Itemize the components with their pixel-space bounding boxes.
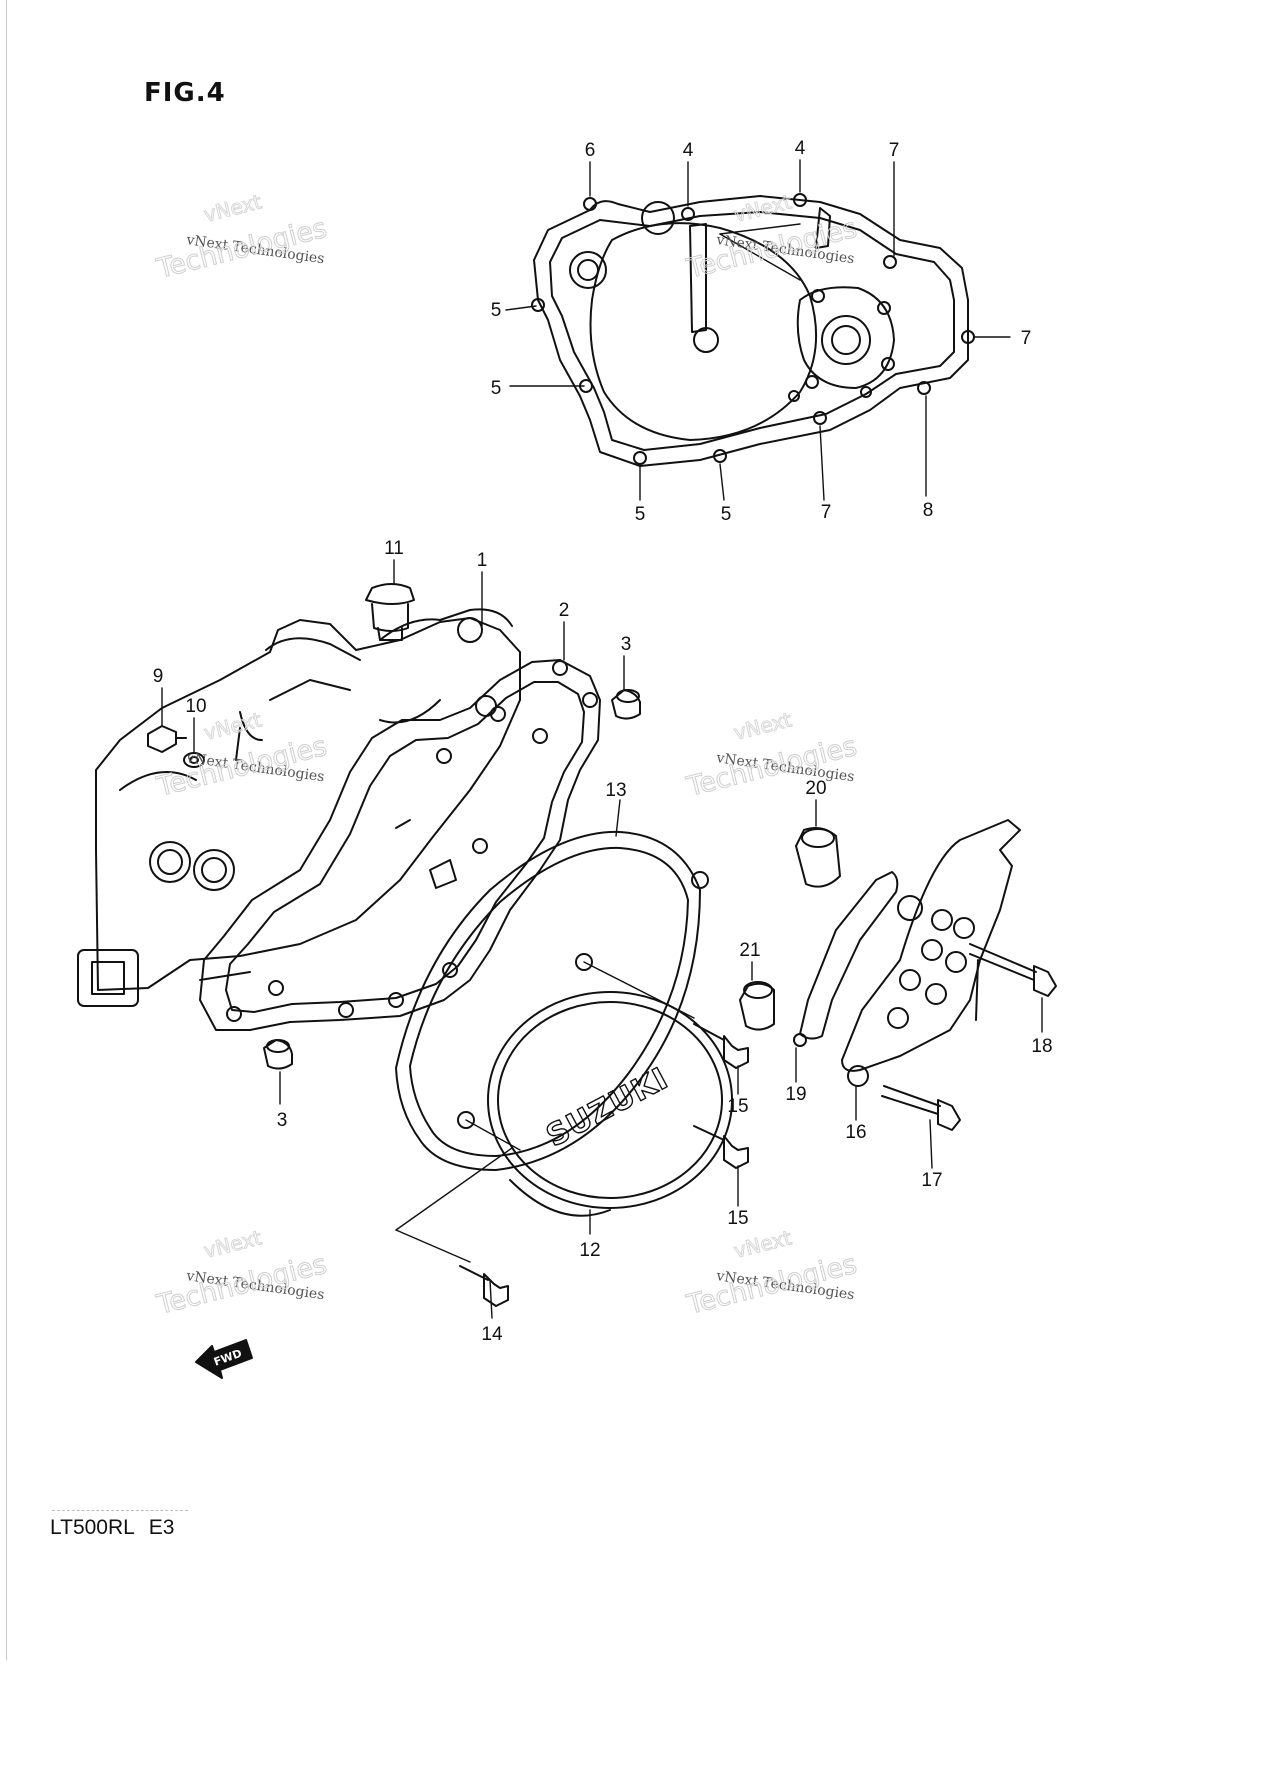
model-code: LT500RL E3 [50,1516,182,1540]
watermark-large: Technologies [153,213,330,285]
model-code-region: E3 [148,1516,175,1539]
spacer-20 [795,827,841,888]
part-label-5c: 5 [635,504,646,525]
watermark-ghost: vNext [201,189,264,226]
page-edge-rule [6,0,7,1660]
part-number-labels: 6 4 4 7 7 5 5 5 5 7 8 11 1 2 3 9 10 13 3… [153,138,1053,1345]
watermark-group-1: vNext vNext Technologies Technologies [153,189,331,286]
part-label-19: 19 [785,1084,806,1105]
part-label-6: 6 [585,140,596,161]
watermark-group-4: vNext vNext Technologies Technologies [683,707,861,804]
bolt-17 [881,1085,961,1131]
part-label-9: 9 [153,666,164,687]
magneto-cover [487,991,733,1217]
part-label-11: 11 [384,538,404,559]
part-label-7b: 7 [1021,328,1032,349]
dowel-pin-upper [611,689,641,720]
bolt-9 [147,725,187,753]
crankcase-cover-gasket [199,659,601,1031]
part-label-13: 13 [605,780,626,801]
part-label-7a: 7 [889,140,900,161]
mid-leader-lines [161,559,695,1319]
part-label-4b: 4 [795,138,806,159]
part-label-14: 14 [481,1324,503,1345]
part-label-15b: 15 [727,1208,748,1229]
part-label-5a: 5 [491,300,502,321]
part-label-4a: 4 [683,140,694,161]
part-label-15a: 15 [727,1096,748,1117]
watermark-large: Technologies [683,731,860,803]
bolt-15-upper [693,1023,749,1069]
watermark-large: Technologies [153,731,330,803]
model-code-name: LT500RL [50,1516,135,1539]
crankcase-cover-left [77,583,521,1007]
right-leader-lines [737,799,1043,1207]
part-label-17: 17 [921,1170,942,1191]
bolt-15-lower [693,1125,749,1169]
watermark-ghost: vNext [731,189,794,226]
part-label-8: 8 [923,500,934,521]
watermark-large: Technologies [153,1249,330,1321]
figure-title: FIG.4 [144,78,226,108]
dowel-pin-lower [263,1039,293,1070]
watermark-large: Technologies [683,213,860,285]
watermark-ghost: vNext [731,1225,794,1262]
part-label-20: 20 [805,778,826,799]
forward-arrow [195,1339,253,1379]
bracket-19 [793,871,899,1047]
model-code-rule [52,1510,188,1511]
part-label-16: 16 [845,1122,866,1143]
part-label-5d: 5 [721,504,732,525]
watermark-large: Technologies [683,1249,860,1321]
watermark-group-6: vNext vNext Technologies Technologies [683,1225,861,1322]
part-label-1: 1 [477,550,488,571]
top-leader-lines [505,159,1011,501]
bolt-18 [969,943,1057,997]
watermark-group-2: vNext vNext Technologies Technologies [683,189,861,286]
washer-10 [183,752,205,768]
part-label-18: 18 [1031,1036,1052,1057]
part-label-21: 21 [739,940,760,961]
part-label-7c: 7 [821,502,832,523]
part-label-2: 2 [559,600,570,621]
part-label-12: 12 [579,1240,600,1261]
bolt-14 [459,1265,509,1307]
guard-plate [841,819,1021,1087]
clutch-cover-gasket [531,193,975,467]
watermark-ghost: vNext [201,1225,264,1262]
cover-logo-text: SUZUKI [541,1061,674,1154]
watermark-group-5: vNext vNext Technologies Technologies [153,1225,331,1322]
generator-cover-outer [395,830,709,1171]
watermark-group-3: vNext vNext Technologies Technologies [153,707,331,804]
spacer-21 [739,981,775,1031]
part-label-10: 10 [185,696,206,717]
part-label-3b: 3 [277,1110,288,1131]
part-label-5b: 5 [491,378,502,399]
part-label-3a: 3 [621,634,632,655]
watermark-ghost: vNext [731,707,794,744]
